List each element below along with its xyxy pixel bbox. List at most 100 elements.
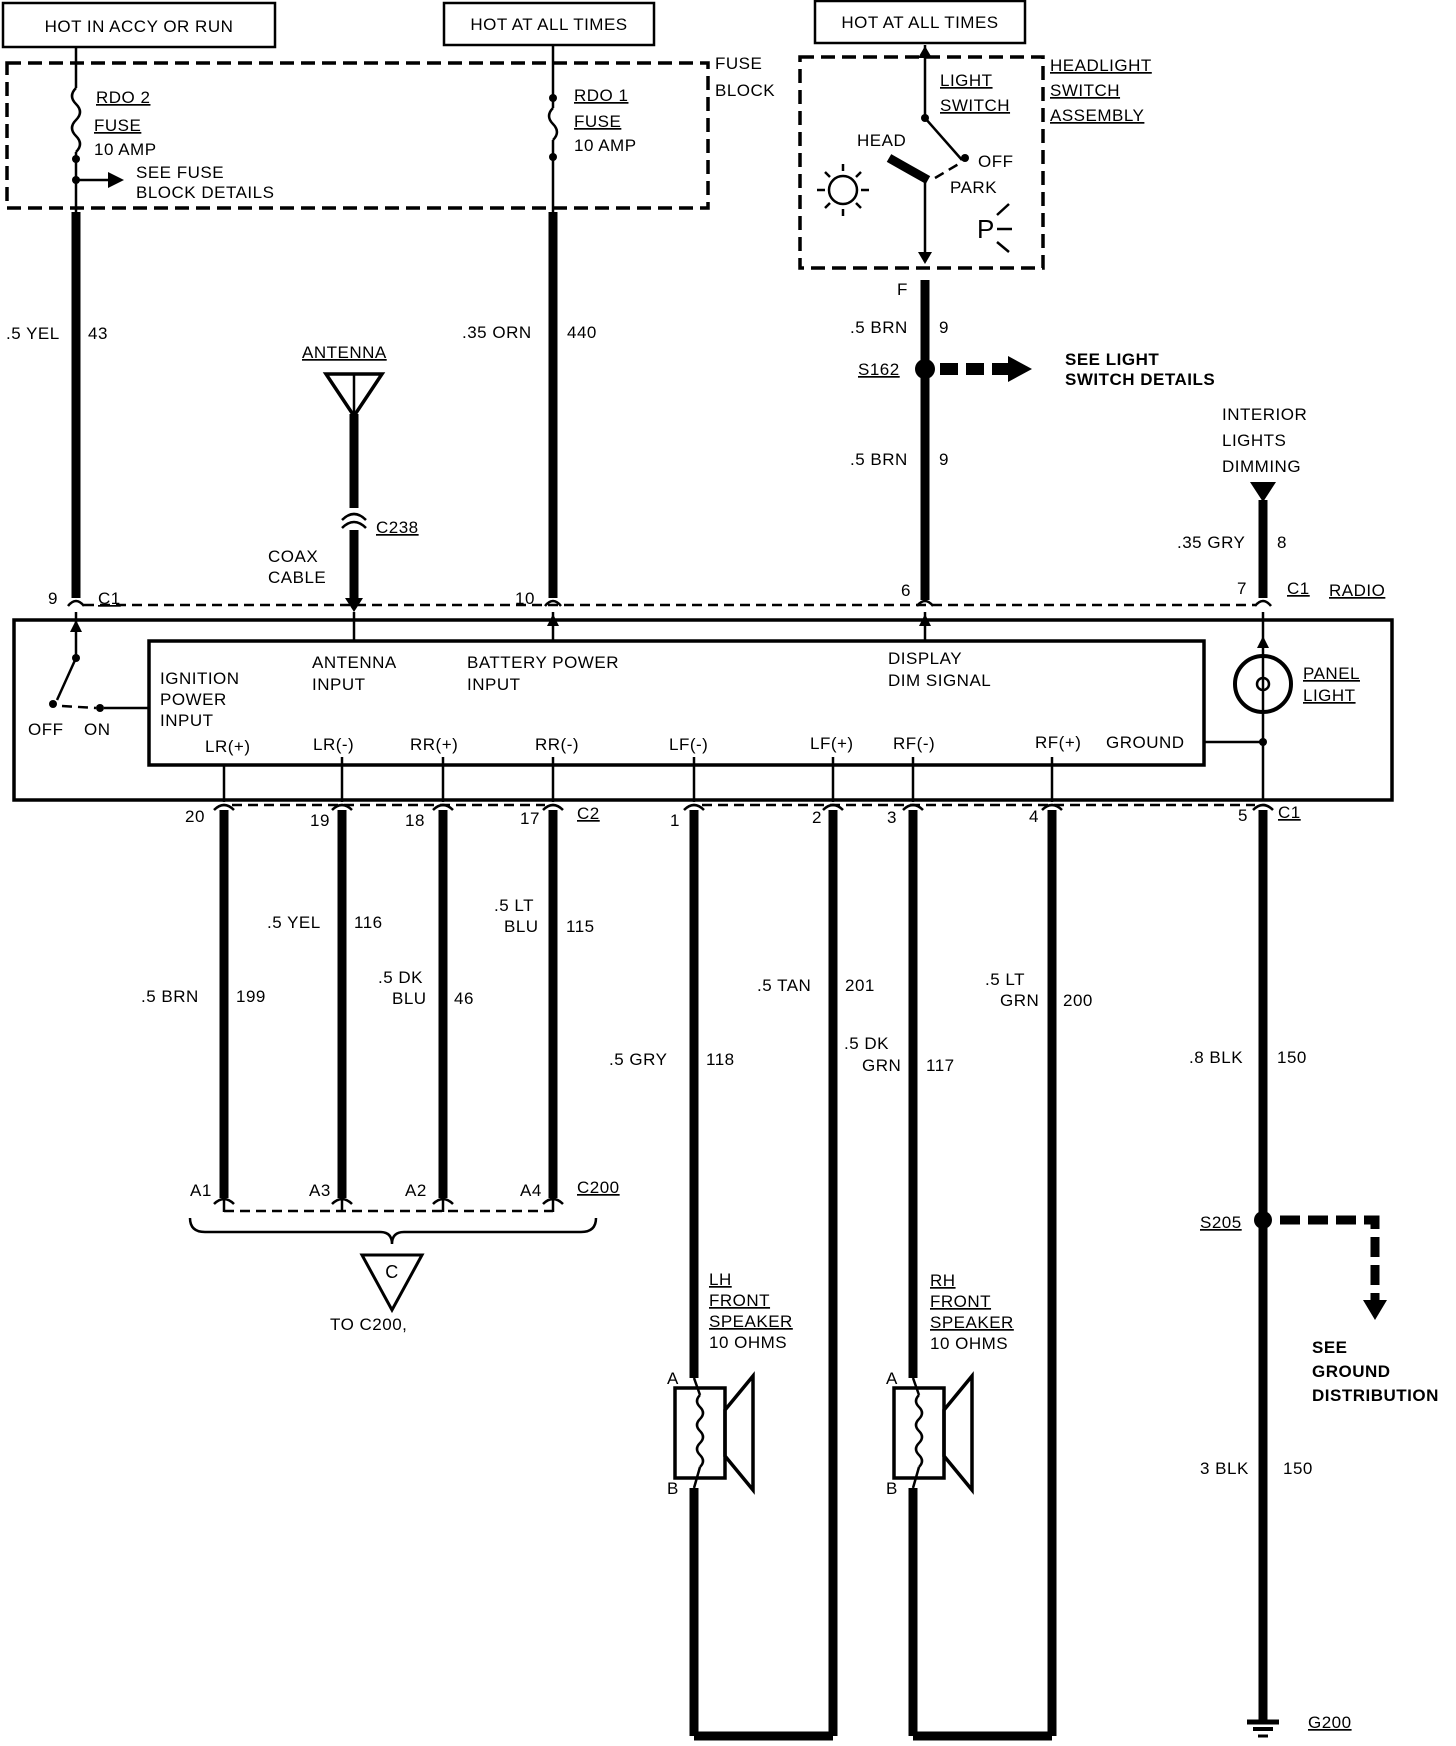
dimming-3: DIMMING [1222, 457, 1301, 476]
wire-ltblu-115-size-2: BLU [504, 917, 539, 936]
pin-10: 10 [515, 589, 535, 608]
ground-note-1: SEE [1312, 1338, 1348, 1357]
wire-blk-150-top-size: .8 BLK [1189, 1048, 1243, 1067]
pin-20: 20 [185, 807, 205, 826]
wire-gry-8-size: .35 GRY [1177, 533, 1245, 552]
rdo1-name: RDO 1 [574, 86, 628, 105]
wire-yel-43-circuit: 43 [88, 324, 108, 343]
switch-off-contact [961, 154, 969, 162]
switch-blade [924, 117, 963, 161]
output-lf-neg: LF(-) [669, 735, 708, 754]
c200-reference-letter: C [385, 1262, 399, 1282]
panel-light-1: PANEL [1303, 664, 1360, 683]
c238-connector-icon [341, 512, 367, 521]
wire-dkgrn-117-size-1: .5 DK [844, 1034, 889, 1053]
output-rr-pos: RR(+) [410, 735, 458, 754]
antenna-input-1: ANTENNA [312, 653, 397, 672]
lh-speaker-1: LH [709, 1270, 732, 1289]
output-rf-neg: RF(-) [893, 734, 935, 753]
radio-label: RADIO [1329, 581, 1385, 600]
wire-ltblu-115-size-1: .5 LT [494, 896, 534, 915]
pin-9: 9 [48, 589, 58, 608]
ground-distribution-arrow-icon [1363, 1300, 1387, 1320]
s162-arrow-icon [1008, 356, 1032, 382]
radio-internal-box [147, 639, 1206, 767]
output-ground: GROUND [1106, 733, 1185, 752]
pin-18: 18 [405, 811, 425, 830]
wire-tan-201-circuit: 201 [845, 976, 875, 995]
wire-ltgrn-200-size-2: GRN [1000, 991, 1039, 1010]
c200-bracket [188, 1217, 598, 1245]
rdo1-rating: 10 AMP [574, 136, 637, 155]
rh-speaker-2: FRONT [930, 1292, 991, 1311]
wire-ltgrn-200-size-1: .5 LT [985, 970, 1025, 989]
wire-ltgrn-200-circuit: 200 [1063, 991, 1093, 1010]
pin-7: 7 [1237, 579, 1247, 598]
c200-reference-text: TO C200, [330, 1315, 407, 1334]
c1-label-right: C1 [1287, 579, 1310, 598]
ignition-switch-blade [55, 657, 78, 701]
wire-tan-201-size: .5 TAN [757, 976, 811, 995]
see-fuse-1: SEE FUSE [136, 163, 224, 182]
pin-4: 4 [1029, 807, 1039, 826]
dimming-1: INTERIOR [1222, 405, 1307, 424]
wire-dkblu-46-size-2: BLU [392, 989, 427, 1008]
c200-a3: A3 [309, 1181, 331, 1200]
s162-label: S162 [858, 360, 900, 379]
c200-reference-icon [359, 1253, 425, 1314]
parking-lamp-icon: P [977, 203, 1012, 253]
see-fuse-arrow-icon [108, 172, 124, 188]
output-lr-neg: LR(-) [313, 735, 354, 754]
ignition-input-1: IGNITION [160, 669, 240, 688]
wire-dkgrn-117-size-2: GRN [862, 1056, 901, 1075]
dimming-2: LIGHTS [1222, 431, 1286, 450]
switch-input-arrow-icon [918, 46, 932, 58]
wire-yel-116-circuit: 116 [354, 913, 383, 932]
header-hot-all-times-2: HOT AT ALL TIMES [813, 0, 1027, 45]
g200-label: G200 [1308, 1713, 1352, 1732]
wire-brn-199-size: .5 BRN [141, 987, 199, 1006]
park-symbol: P [977, 214, 995, 244]
s162-note-2: SWITCH DETAILS [1065, 370, 1215, 389]
wire-brn-9-top-circuit: 9 [939, 318, 949, 337]
lh-speaker-3: SPEAKER [709, 1312, 793, 1331]
header-hot-all-times-1-text: HOT AT ALL TIMES [470, 15, 627, 34]
headlamp-icon [817, 164, 869, 216]
rh-speaker-pin-b: B [886, 1479, 898, 1498]
radio-bottom-connectors: 20 19 18 17 C2 1 2 3 4 5 C1 [185, 803, 1301, 830]
switch-head-label: HEAD [857, 131, 906, 150]
wire-gry-118-circuit: 118 [706, 1050, 735, 1069]
rdo1-type: FUSE [574, 112, 621, 131]
headlight-assembly-1: HEADLIGHT [1050, 56, 1152, 75]
wire-yel-116-size: .5 YEL [267, 913, 321, 932]
see-fuse-2: BLOCK DETAILS [136, 183, 274, 202]
dimming-source-icon [1250, 482, 1276, 502]
antenna-input-2: INPUT [312, 675, 366, 694]
switch-head-contact [886, 154, 931, 184]
switch-off-label: OFF [978, 152, 1014, 171]
antenna: ANTENNA C238 COAX CABLE [268, 343, 418, 612]
rdo2-rating: 10 AMP [94, 140, 157, 159]
radio-unit: OFF ON IGNITION POWER INPUT ANTENNA INPU… [12, 612, 1394, 802]
fuse-block-label-1: FUSE [715, 54, 762, 73]
c200-a1: A1 [190, 1181, 212, 1200]
wire-blk-150-bottom-size: 3 BLK [1200, 1459, 1249, 1478]
pin-19: 19 [310, 811, 330, 830]
g200-ground: G200 [1247, 1713, 1352, 1738]
ignition-input-2: POWER [160, 690, 227, 709]
switch-park-label: PARK [950, 178, 997, 197]
wire-brn-9-top-size: .5 BRN [850, 318, 908, 337]
lh-speaker-2: FRONT [709, 1291, 770, 1310]
c200-connector: A1 A3 A2 A4 C200 C TO C200, [188, 1178, 619, 1334]
ignition-input-3: INPUT [160, 711, 214, 730]
ignition-on-label: ON [84, 720, 111, 739]
wire-yel-43-size: .5 YEL [6, 324, 60, 343]
battery-input-1: BATTERY POWER [467, 653, 619, 672]
s205-label: S205 [1200, 1213, 1242, 1232]
lh-speaker-pin-a: A [667, 1369, 679, 1388]
rdo1-fuse-symbol [547, 107, 559, 141]
c1-label-top: C1 [98, 589, 121, 608]
wire-brn-9-bottom-size: .5 BRN [850, 450, 908, 469]
c1-label-bottom: C1 [1278, 803, 1301, 822]
wire-brn-9-bottom-circuit: 9 [939, 450, 949, 469]
